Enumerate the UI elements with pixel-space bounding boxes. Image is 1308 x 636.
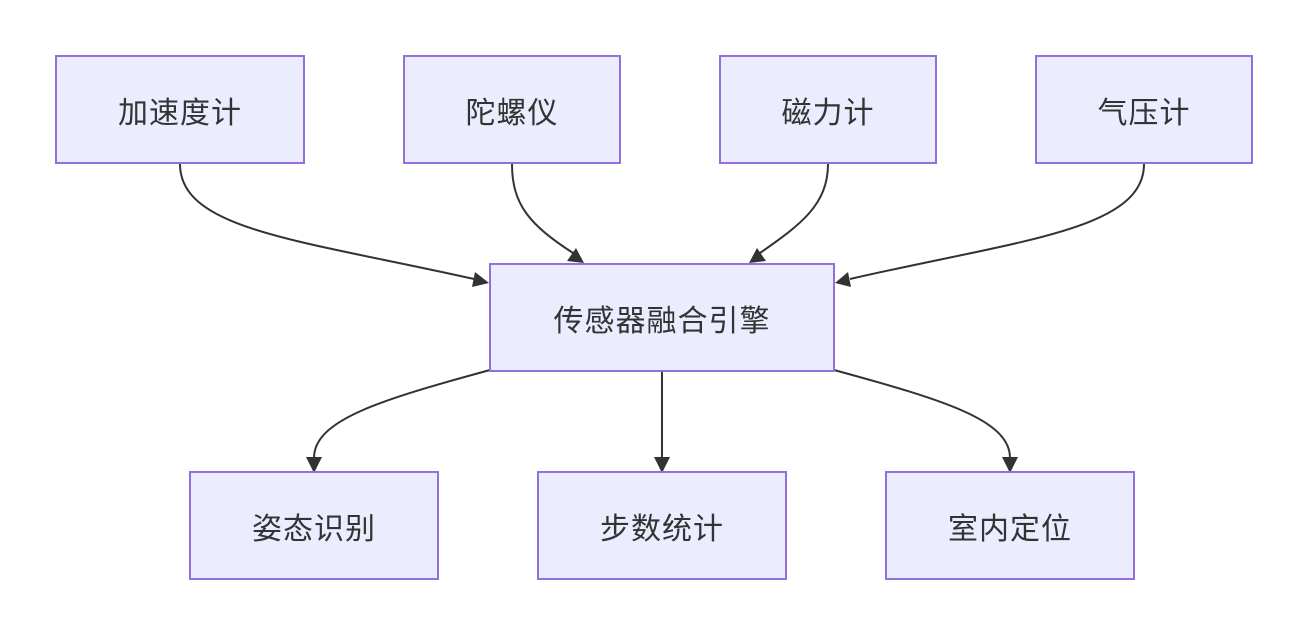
node-fusion-engine: 传感器融合引擎	[489, 263, 835, 372]
node-accelerometer-label: 加速度计	[118, 95, 242, 131]
node-step-count-label: 步数统计	[600, 511, 724, 547]
node-indoor-positioning-label: 室内定位	[948, 511, 1072, 547]
node-barometer: 气压计	[1035, 55, 1253, 164]
edge-gyroscope-to-fusion	[511, 163, 574, 254]
node-indoor-positioning: 室内定位	[885, 471, 1135, 580]
arrowhead-magnetometer-to-fusion	[749, 248, 766, 263]
arrowhead-fusion-to-indoor	[1002, 457, 1018, 473]
node-fusion-engine-label: 传感器融合引擎	[553, 303, 771, 339]
edge-fusion-to-indoor	[833, 369, 1011, 459]
arrowhead-accelerometer-to-fusion	[472, 272, 489, 287]
arrowhead-fusion-to-attitude	[306, 457, 322, 473]
node-gyroscope: 陀螺仪	[403, 55, 621, 164]
node-attitude: 姿态识别	[189, 471, 439, 580]
edge-accelerometer-to-fusion	[179, 163, 475, 280]
node-magnetometer: 磁力计	[719, 55, 937, 164]
node-step-count: 步数统计	[537, 471, 787, 580]
edge-magnetometer-to-fusion	[759, 163, 829, 254]
node-attitude-label: 姿态识别	[252, 511, 376, 547]
node-barometer-label: 气压计	[1097, 95, 1191, 131]
edge-fusion-to-attitude	[313, 369, 491, 459]
edge-barometer-to-fusion	[849, 163, 1145, 280]
node-magnetometer-label: 磁力计	[781, 95, 875, 131]
arrowhead-fusion-to-stepcount	[654, 457, 670, 473]
arrowhead-gyroscope-to-fusion	[567, 248, 584, 263]
node-gyroscope-label: 陀螺仪	[465, 95, 559, 131]
arrowhead-barometer-to-fusion	[835, 272, 851, 287]
node-accelerometer: 加速度计	[55, 55, 305, 164]
